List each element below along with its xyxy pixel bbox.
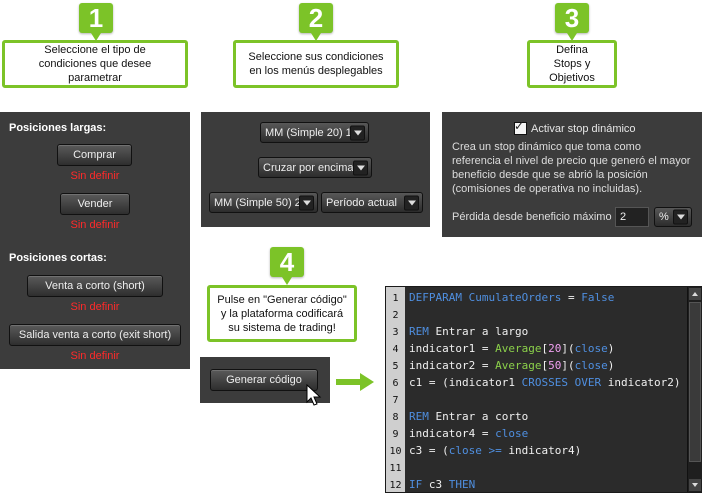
dynamic-stop-checkbox[interactable]: ✓ [514, 119, 527, 135]
step-1-callout: Seleccione el tipo de condiciones que de… [2, 40, 188, 88]
chevron-down-icon [404, 195, 419, 210]
line-number: 8 [392, 412, 399, 423]
code-text: indicator1 = Average[20](close) [409, 342, 615, 355]
code-text: c1 = (indicator1 CROSSES OVER indicator2… [409, 376, 681, 389]
chevron-down-icon [353, 160, 368, 175]
code-text [405, 308, 409, 321]
step-2-badge: 2 [299, 3, 333, 41]
code-line[interactable]: 5 indicator2 = Average[50](close) [386, 357, 686, 374]
code-line[interactable]: 4 indicator1 = Average[20](close) [386, 340, 686, 357]
scroll-thumb[interactable] [689, 302, 701, 462]
short-sell-button[interactable]: Venta a corto (short) [27, 275, 163, 297]
code-line[interactable]: 7 [386, 391, 686, 408]
line-number: 4 [392, 344, 399, 355]
buy-button[interactable]: Comprar [57, 144, 132, 166]
exit-short-status: Sin definir [70, 350, 120, 362]
period-select[interactable]: Período actual [321, 192, 423, 213]
indicator1-value: MM (Simple 20) 1 [265, 126, 352, 139]
dynamic-stop-label: Activar stop dinámico [531, 122, 636, 135]
code-text: indicator2 = Average[50](close) [409, 359, 615, 372]
step-3-text: Defina Stops y Objetivos [549, 44, 595, 84]
step-2-text: Seleccione sus condiciones en los menús … [248, 51, 384, 77]
step-3-badge: 3 [555, 3, 589, 41]
scroll-down-icon[interactable] [689, 479, 701, 491]
generate-code-button[interactable]: Generar código [210, 369, 318, 391]
line-number: 9 [392, 429, 399, 440]
loss-value-input[interactable]: 2 [615, 207, 649, 227]
chevron-down-icon [350, 125, 365, 140]
scroll-up-icon[interactable] [689, 288, 701, 300]
short-positions-title: Posiciones cortas: [9, 252, 107, 264]
step-3-callout: Defina Stops y Objetivos [527, 40, 617, 88]
indicator2-value: MM (Simple 50) 2 [214, 196, 301, 209]
conditions-panel: MM (Simple 20) 1 Cruzar por encima MM (S… [201, 112, 430, 227]
arrow-right-icon [336, 373, 374, 391]
condition-select[interactable]: Cruzar por encima [258, 157, 372, 178]
indicator1-select[interactable]: MM (Simple 20) 1 [260, 122, 369, 143]
dynamic-stop-description: Crea un stop dinámico que toma como refe… [452, 141, 691, 195]
code-line[interactable]: 3 REM Entrar a largo [386, 323, 686, 340]
code-text [405, 461, 409, 474]
code-line[interactable]: 12 IF c3 THEN [386, 476, 686, 492]
step-1-text: Seleccione el tipo de condiciones que de… [38, 44, 152, 84]
loss-label: Pérdida desde beneficio máximo : [452, 211, 618, 223]
code-text: REM Entrar a corto [409, 410, 529, 423]
line-number: 5 [392, 361, 399, 372]
step-1-badge: 1 [79, 3, 113, 41]
chevron-down-icon [673, 209, 688, 225]
stops-panel: ✓ Activar stop dinámico Crea un stop din… [442, 112, 702, 237]
buy-status: Sin definir [70, 170, 120, 182]
condition-value: Cruzar por encima [263, 161, 354, 174]
code-text: DEFPARAM CumulateOrders = False [409, 291, 615, 304]
line-number: 7 [392, 395, 399, 406]
code-line[interactable]: 1 DEFPARAM CumulateOrders = False [386, 289, 686, 306]
unit-select[interactable]: % [654, 207, 692, 227]
code-line[interactable]: 6 c1 = (indicator1 CROSSES OVER indicator… [386, 374, 686, 391]
line-number: 2 [392, 310, 399, 321]
line-number: 12 [389, 480, 402, 491]
code-text: REM Entrar a largo [409, 325, 529, 338]
indicator2-select[interactable]: MM (Simple 50) 2 [209, 192, 318, 213]
code-line[interactable]: 11 [386, 459, 686, 476]
step-2-callout: Seleccione sus condiciones en los menús … [233, 40, 399, 88]
short-sell-status: Sin definir [70, 301, 120, 313]
line-number: 3 [392, 327, 399, 338]
code-line[interactable]: 2 [386, 306, 686, 323]
generate-panel: Generar código [200, 357, 330, 403]
condition-type-panel: Posiciones largas: Comprar Sin definir V… [0, 112, 190, 369]
unit-value: % [659, 211, 669, 223]
code-text: IF c3 THEN [409, 478, 476, 491]
exit-short-button[interactable]: Salida venta a corto (exit short) [9, 324, 181, 346]
code-text [405, 393, 409, 406]
step-4-text: Pulse en "Generar código" y la plataform… [217, 293, 347, 334]
line-number: 11 [389, 463, 402, 474]
mouse-cursor-icon [306, 384, 322, 406]
code-line[interactable]: 10 c3 = (close >= indicator4) [386, 442, 686, 459]
sell-status: Sin definir [70, 219, 120, 231]
code-line[interactable]: 8 REM Entrar a corto [386, 408, 686, 425]
chevron-down-icon [299, 195, 314, 210]
step-4-callout: Pulse en "Generar código" y la plataform… [207, 285, 357, 342]
line-number: 1 [392, 293, 399, 304]
line-number-gutter [386, 287, 405, 492]
code-text: indicator4 = close [409, 427, 529, 440]
code-text: c3 = (close >= indicator4) [409, 444, 582, 457]
period-value: Período actual [326, 196, 397, 209]
checkmark-icon: ✓ [514, 119, 525, 133]
step-4-badge: 4 [270, 247, 304, 285]
code-line[interactable]: 9 indicator4 = close [386, 425, 686, 442]
long-positions-title: Posiciones largas: [9, 122, 107, 134]
vertical-scrollbar[interactable] [687, 287, 702, 492]
dynamic-stop-checkbox-row[interactable]: ✓ Activar stop dinámico [514, 119, 636, 135]
sell-button[interactable]: Vender [60, 193, 130, 215]
line-number: 10 [389, 446, 402, 457]
line-number: 6 [392, 378, 399, 389]
